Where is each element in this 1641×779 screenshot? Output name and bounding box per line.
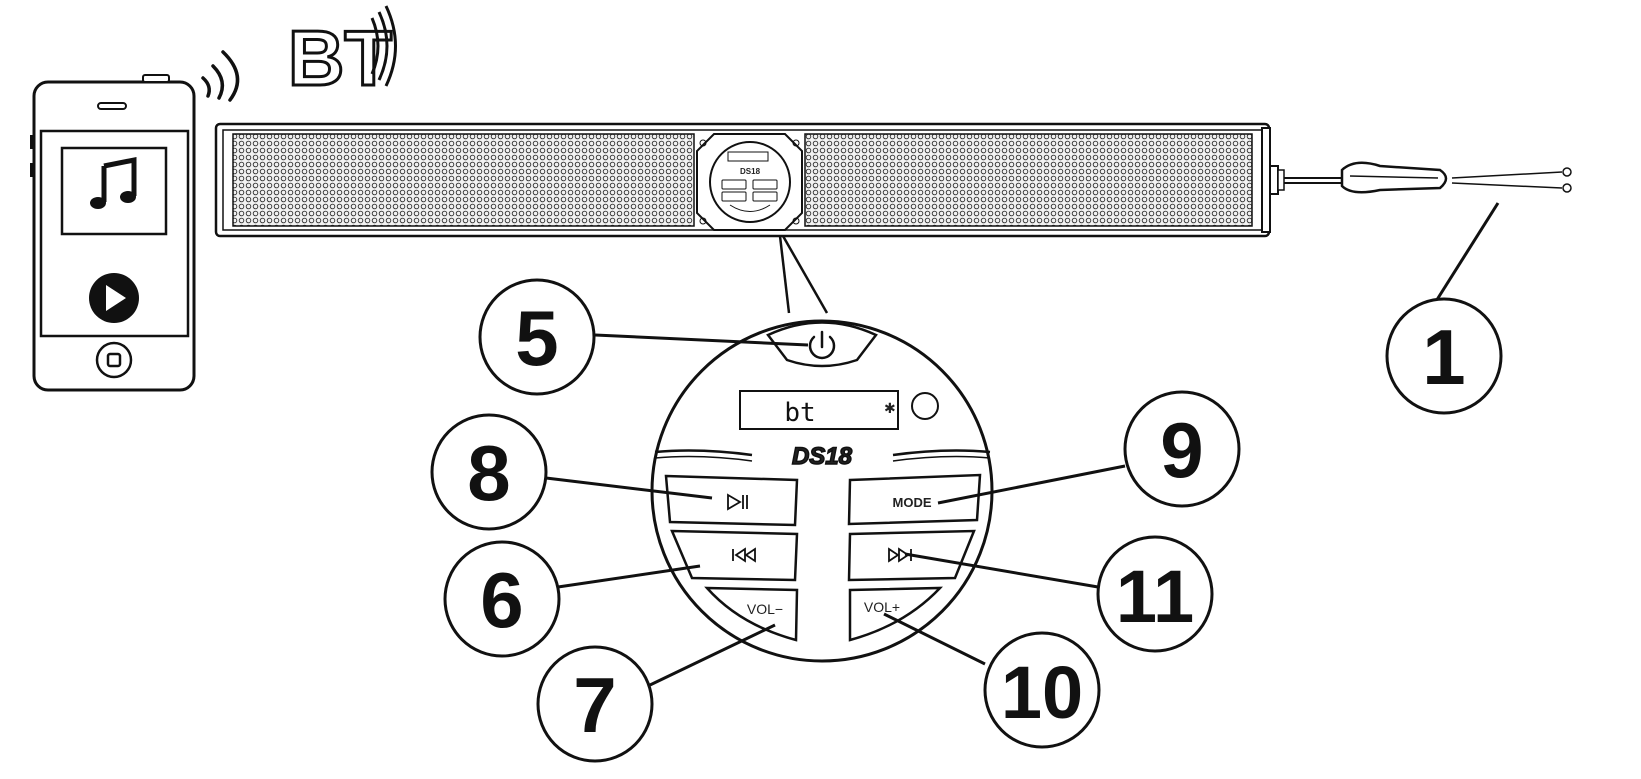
music-note-icon <box>90 156 137 209</box>
bt-logo: BT <box>287 5 397 104</box>
brand-band: DS18 <box>654 442 991 471</box>
previous-track-button[interactable] <box>670 529 799 582</box>
soundbar-control-head: DS18 <box>696 133 803 231</box>
soundbar: DS18 <box>214 122 1572 238</box>
volume-up-label: VOL+ <box>864 599 900 615</box>
mode-button[interactable]: MODE <box>847 473 982 526</box>
previous-track-icon <box>732 547 756 563</box>
smartphone <box>30 74 196 392</box>
power-button[interactable] <box>766 321 878 368</box>
mode-button-label: MODE <box>893 495 932 510</box>
callout-1-label: 1 <box>1422 313 1465 401</box>
zoom-lines <box>778 235 829 314</box>
callout-11: 11 <box>1096 535 1214 653</box>
callout-10: 10 <box>983 631 1101 749</box>
callout-9-label: 9 <box>1160 406 1203 494</box>
callout-6: 6 <box>443 540 561 658</box>
callout-5: 5 <box>478 278 596 396</box>
power-icon <box>808 330 836 360</box>
callout-9: 9 <box>1123 390 1241 508</box>
callout-7-label: 7 <box>573 661 616 749</box>
play-pause-icon <box>727 493 748 511</box>
callout-6-label: 6 <box>480 556 523 644</box>
speaker-grille-right <box>804 133 1253 227</box>
bluetooth-icon: ✱ <box>884 400 896 416</box>
volume-down-button[interactable]: VOL− <box>704 586 799 642</box>
volume-down-label: VOL− <box>747 601 783 617</box>
play-pause-button[interactable] <box>664 474 799 527</box>
speaker-grille-left <box>232 133 695 227</box>
power-cable <box>1269 161 1572 195</box>
ir-sensor <box>911 392 939 420</box>
home-button-icon <box>95 341 133 379</box>
callout-10-label: 10 <box>1001 651 1083 734</box>
callout-11-label: 11 <box>1116 555 1194 638</box>
callout-7: 7 <box>536 645 654 763</box>
mini-brand-text: DS18 <box>740 167 761 176</box>
leader-lines <box>545 202 1500 687</box>
callout-8-label: 8 <box>467 429 510 517</box>
lcd-display: bt ✱ <box>739 390 899 430</box>
callout-5-label: 5 <box>515 294 558 382</box>
volume-up-button[interactable]: VOL+ <box>848 586 943 642</box>
callout-1: 1 <box>1385 297 1503 415</box>
brand-logo-text: DS18 <box>792 443 853 470</box>
wireless-signal-icon <box>201 50 240 102</box>
control-panel: bt ✱ DS18 MODE <box>650 319 994 663</box>
callout-8: 8 <box>430 413 548 531</box>
play-icon <box>89 273 139 323</box>
lcd-display-text: bt <box>784 398 815 428</box>
